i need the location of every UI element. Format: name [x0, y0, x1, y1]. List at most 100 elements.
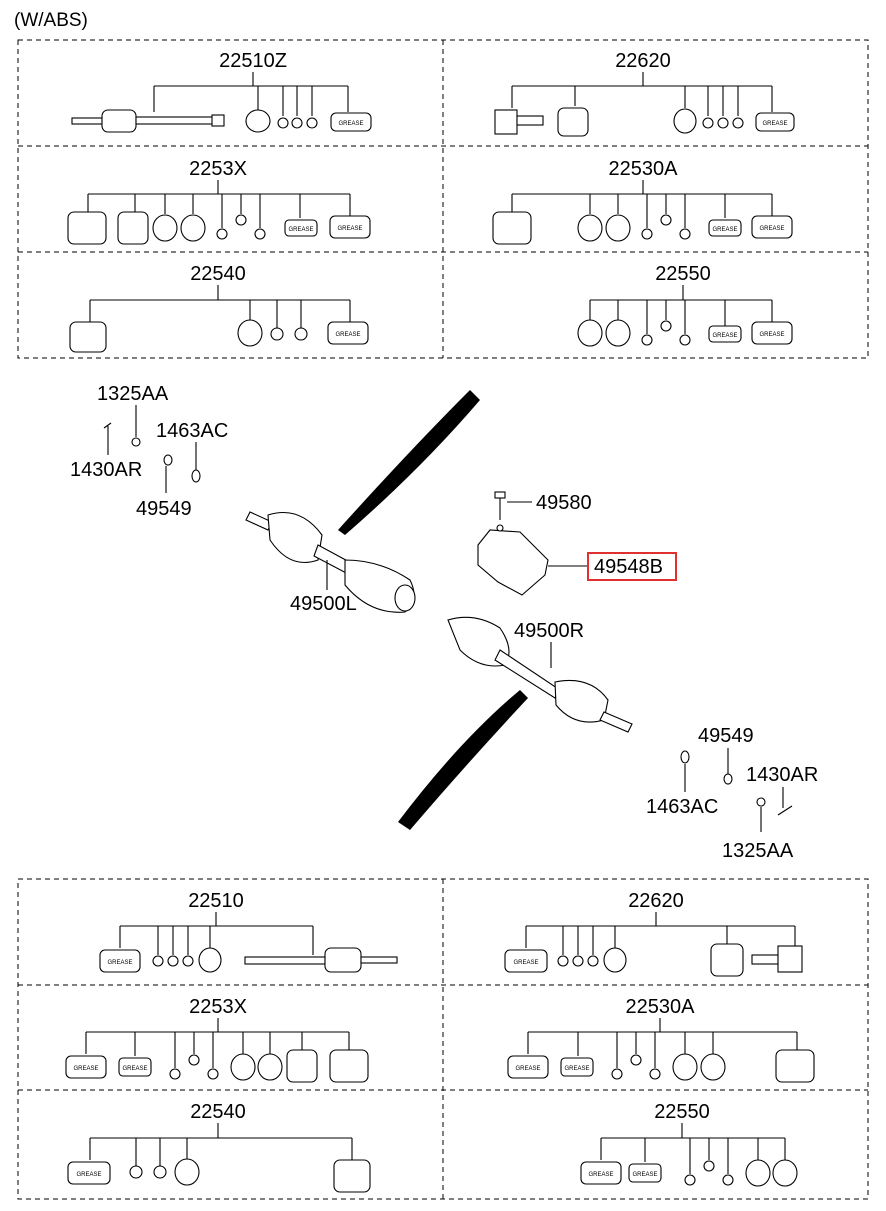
- kit-code: 22530A: [609, 158, 679, 180]
- clamp-ring-icon: [257, 1053, 283, 1081]
- ring-icon: [277, 117, 289, 129]
- ring-icon: [152, 955, 164, 967]
- left-hardware[interactable]: 1325AA 1463AC 1430AR 49549: [70, 383, 228, 520]
- kit-code: 22540: [190, 1101, 246, 1123]
- callout-1463AC-right: 1463AC: [646, 796, 718, 818]
- boot-icon: [117, 211, 149, 245]
- clamp-ring-icon: [700, 1053, 726, 1081]
- callout-49580: 49580: [536, 492, 592, 514]
- boot-icon: [329, 1049, 369, 1083]
- boot-icon: [775, 1049, 815, 1083]
- grease-tube-icon: GREASE: [708, 219, 742, 237]
- shaft-assembly-icon: [244, 947, 398, 973]
- svg-text:GREASE: GREASE: [76, 1172, 101, 1178]
- svg-text:GREASE: GREASE: [515, 1066, 540, 1072]
- svg-text:GREASE: GREASE: [513, 960, 538, 966]
- spline-icon: [599, 711, 633, 733]
- callout-1430AR-left: 1430AR: [70, 459, 142, 481]
- exploded-view: 1325AA 1463AC 1430AR 49549 49500L: [70, 383, 818, 862]
- ring-icon: [291, 117, 303, 129]
- kit-code: 22540: [190, 263, 246, 285]
- ring-icon: [153, 1165, 167, 1179]
- tripod-joint-icon: [494, 109, 544, 135]
- boot-icon: [333, 1159, 371, 1193]
- grease-tube-icon: GREASE: [99, 949, 141, 973]
- grease-tube-icon: GREASE: [755, 112, 795, 132]
- ring-icon: [167, 955, 179, 967]
- kit-2253X-top[interactable]: 2253X GREASE GREASE: [67, 158, 371, 245]
- grease-tube-icon: GREASE: [329, 215, 371, 239]
- ring-icon: [572, 955, 584, 967]
- right-hardware[interactable]: 49549 1463AC 1430AR 1325AA: [646, 725, 818, 862]
- clamp-ring-icon: [577, 214, 603, 242]
- clamp-ring-icon: [198, 947, 222, 973]
- kit-22530A-bottom[interactable]: 22530A GREASE GREASE: [507, 996, 815, 1083]
- grease-tube-icon: GREASE: [560, 1057, 594, 1077]
- kit-22530A-top[interactable]: 22530A GREASE GREASE: [492, 158, 793, 245]
- inner-joint-icon: [447, 616, 510, 667]
- bottom-parts-grid: 22510 GREASE 22620: [17, 878, 869, 1200]
- boot-icon: [557, 107, 589, 137]
- clamp-ring-icon: [237, 319, 263, 347]
- clamp-ring-icon: [745, 1159, 771, 1187]
- svg-text:GREASE: GREASE: [288, 227, 313, 233]
- cotter-pin-icon: [777, 805, 793, 816]
- svg-text:GREASE: GREASE: [712, 333, 737, 339]
- kit-code: 22550: [655, 263, 711, 285]
- kit-22510Z[interactable]: 22510Z GREASE: [71, 50, 372, 133]
- ring-icon: [717, 117, 729, 129]
- ring-icon: [306, 117, 318, 129]
- kit-22540-bottom[interactable]: 22540 GREASE: [67, 1101, 371, 1193]
- bracket-assembly[interactable]: 49580 49548B: [477, 491, 677, 596]
- top-parts-grid: 22510Z GREASE: [17, 39, 869, 359]
- driveshaft-right[interactable]: 49500R: [447, 616, 633, 733]
- clamp-ring-icon: [245, 109, 271, 133]
- castle-nut-icon: [131, 437, 141, 447]
- clamp-ring-icon: [152, 214, 178, 242]
- kit-2253X-bottom[interactable]: 2253X GREASE GREASE: [65, 996, 369, 1083]
- clamp-ring-icon: [605, 319, 631, 347]
- nut-icon: [163, 454, 173, 466]
- ring-icon: [129, 1165, 143, 1179]
- callout-49549-right: 49549: [698, 725, 754, 747]
- driveshaft-left[interactable]: 49500L: [245, 511, 416, 615]
- kit-code: 22530A: [626, 996, 696, 1018]
- grease-tube-icon: GREASE: [751, 321, 793, 345]
- clamp-ring-icon: [603, 947, 627, 973]
- svg-text:GREASE: GREASE: [588, 1172, 613, 1178]
- kit-22510[interactable]: 22510 GREASE: [99, 890, 398, 973]
- svg-text:GREASE: GREASE: [632, 1172, 657, 1178]
- ring-icon: [649, 1068, 661, 1080]
- kit-code: 2253X: [189, 158, 247, 180]
- ring-icon: [188, 1054, 200, 1066]
- grease-tube-icon: GREASE: [65, 1055, 107, 1079]
- boot-icon: [710, 943, 744, 977]
- kit-22550-top[interactable]: 22550 GREASE GREASE: [577, 263, 793, 347]
- grease-tube-icon: GREASE: [118, 1057, 152, 1077]
- grease-tube-icon: GREASE: [580, 1161, 622, 1185]
- svg-text:GREASE: GREASE: [759, 226, 784, 232]
- grease-tube-icon: GREASE: [327, 321, 369, 345]
- kit-code: 22620: [628, 890, 684, 912]
- svg-text:GREASE: GREASE: [337, 226, 362, 232]
- grease-tube-icon: GREASE: [330, 112, 372, 132]
- ring-icon: [702, 117, 714, 129]
- castle-nut-icon: [756, 797, 766, 807]
- callout-49549-left: 49549: [136, 498, 192, 520]
- grease-tube-icon: GREASE: [284, 219, 318, 237]
- kit-22540-top[interactable]: 22540 GREASE: [69, 263, 369, 353]
- kit-22550-bottom[interactable]: 22550 GREASE GREASE: [580, 1101, 798, 1187]
- clamp-ring-icon: [673, 108, 697, 134]
- callout-1325AA-right: 1325AA: [722, 840, 794, 862]
- callout-49548B: 49548B: [594, 556, 663, 578]
- ring-icon: [611, 1068, 623, 1080]
- washer-icon: [680, 750, 690, 764]
- ring-icon: [182, 955, 194, 967]
- kit-22620-bottom[interactable]: 22620 GREASE: [504, 890, 803, 977]
- outer-boot-icon: [554, 679, 609, 723]
- kit-22620-top[interactable]: 22620 GREASE: [494, 50, 795, 137]
- shaft-bar-icon: [494, 649, 561, 699]
- clamp-ring-icon: [577, 319, 603, 347]
- nut-icon: [723, 773, 733, 785]
